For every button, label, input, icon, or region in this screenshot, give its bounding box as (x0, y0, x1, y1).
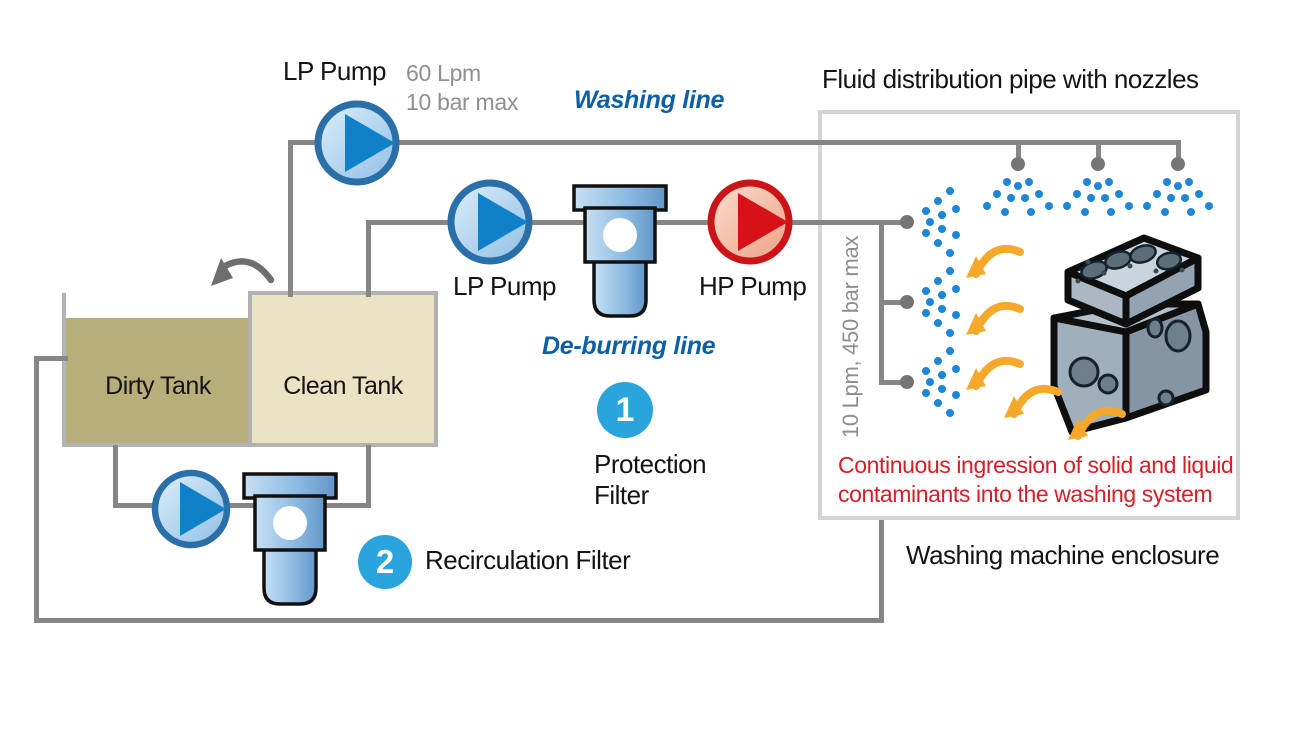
flow-arrow-icon (1068, 406, 1126, 440)
nozzle-icon (900, 215, 914, 229)
fluid-pipe-title: Fluid distribution pipe with nozzles (822, 64, 1199, 94)
pipe-washing-suction (288, 140, 293, 297)
nozzle-icon (1171, 157, 1185, 171)
step-1-badge: 1 (597, 382, 653, 438)
pipe-recirc-in (366, 445, 371, 507)
clean-tank (248, 291, 438, 447)
pipe-enclosure-drain (879, 520, 884, 622)
nozzle-icon (1091, 157, 1105, 171)
hp-pump-label: HP Pump (699, 271, 807, 301)
spray-icon (922, 267, 960, 337)
protection-filter-label: Protection Filter (594, 449, 707, 511)
overflow-arrow-icon (211, 258, 275, 286)
flow-arrow-icon (966, 244, 1024, 278)
recirculation-filter-label: Recirculation Filter (425, 545, 631, 575)
spray-icon (1143, 178, 1213, 216)
lp-pump-2-label: LP Pump (453, 271, 556, 301)
deburring-line-label: De-burring line (542, 332, 716, 360)
lp-pump-1-flow: 60 Lpm (406, 60, 481, 86)
step-2-number: 2 (375, 543, 395, 580)
pipe-nozzle-drop-2 (1096, 140, 1101, 164)
step-1-number: 1 (615, 390, 635, 429)
flow-arrow-icon (1004, 384, 1062, 418)
nozzle-icon (900, 295, 914, 309)
washing-line-label: Washing line (574, 86, 725, 114)
recirculation-pump-icon (151, 469, 231, 549)
pipe-nozzle-drop-3 (1176, 140, 1181, 164)
dirty-tank-liquid (66, 318, 250, 443)
protection-filter-label-line2: Filter (594, 480, 649, 510)
protection-filter-label-line1: Protection (594, 449, 707, 479)
lp-pump-1-icon (314, 100, 400, 186)
nozzle-spec-label: 10 Lpm, 450 bar max (838, 235, 863, 439)
contamination-warning-line1: Continuous ingression of solid and liqui… (838, 452, 1234, 478)
flow-arrow-icon (966, 301, 1024, 335)
contamination-warning-line2: contaminants into the washing system (838, 481, 1213, 507)
nozzle-icon (900, 375, 914, 389)
contamination-warning: Continuous ingression of solid and liqui… (838, 451, 1234, 509)
protection-filter-icon (572, 184, 668, 318)
step-2-badge: 2 (358, 535, 412, 589)
pipe-nozzle-drop-1 (1016, 140, 1021, 164)
dirty-tank (62, 293, 252, 447)
lp-pump-1-pressure: 10 bar max (406, 89, 519, 115)
pipe-recirc-out (113, 445, 118, 507)
recirculation-filter-icon (242, 472, 338, 606)
enclosure-label: Washing machine enclosure (906, 540, 1220, 570)
nozzle-icon (1011, 157, 1025, 171)
dirty-tank-label: Dirty Tank (105, 372, 211, 400)
spray-icon (922, 347, 960, 417)
pipe-return-inlet (34, 356, 68, 361)
pipe-recirc-line (113, 503, 371, 508)
clean-tank-label: Clean Tank (283, 372, 403, 400)
spray-icon (1063, 178, 1133, 216)
hp-pump-icon (707, 179, 793, 265)
pipe-nozzle-stub-2 (879, 300, 907, 305)
spray-icon (983, 178, 1053, 216)
pipe-return-bottom (34, 618, 884, 623)
pipe-return-riser (34, 356, 39, 623)
lp-pump-1-label: LP Pump (283, 56, 386, 86)
pipe-washing-line (288, 140, 1181, 145)
engine-block-icon (1050, 234, 1210, 436)
spray-icon (922, 187, 960, 257)
pipe-deburring-suction (366, 220, 371, 297)
pipe-nozzle-stub-3 (879, 380, 907, 385)
lp-pump-2-icon (447, 179, 533, 265)
flow-arrow-icon (966, 356, 1024, 390)
